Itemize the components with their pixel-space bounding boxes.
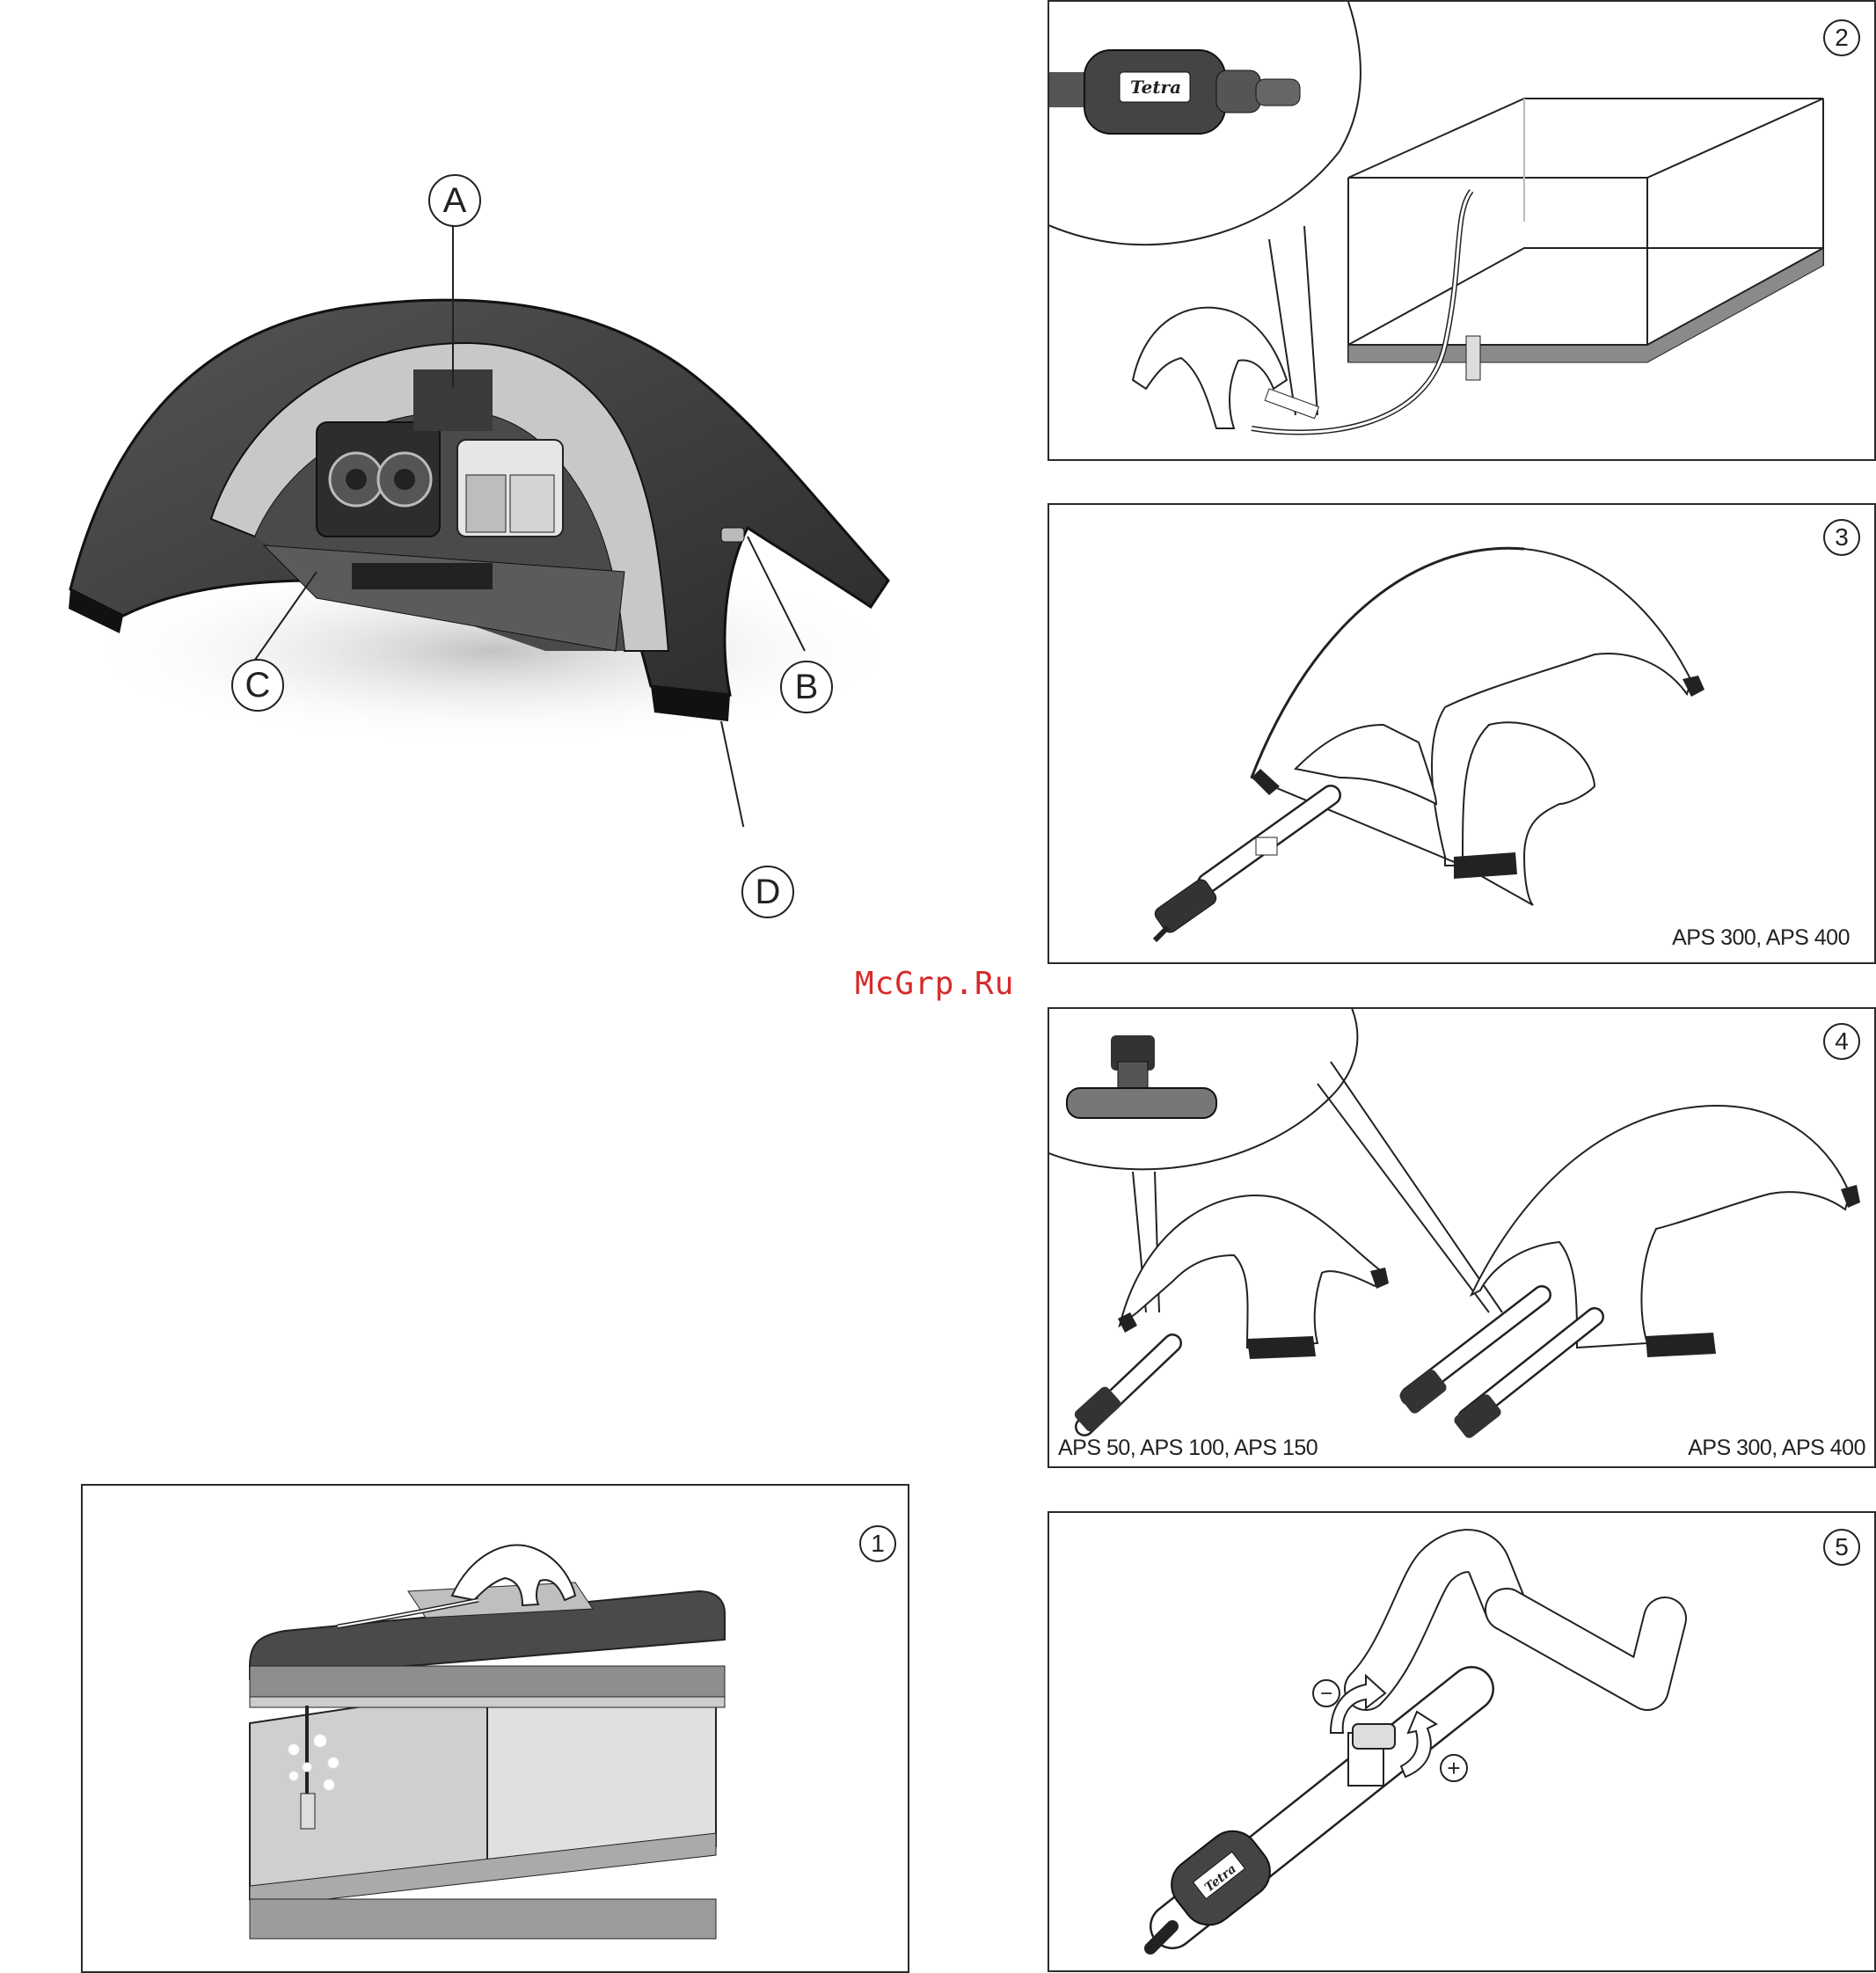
brand-logo: Tetra xyxy=(1130,77,1181,98)
minus-sign: − xyxy=(1320,1682,1332,1706)
step-4-panel: 4 APS 50, APS 100, APS 150 APS 300, APS … xyxy=(1047,1007,1876,1468)
step-3-caption: APS 300, APS 400 xyxy=(1672,925,1850,951)
step-4-caption-right: APS 300, APS 400 xyxy=(1688,1436,1865,1461)
air-stone xyxy=(1466,336,1480,380)
watermark: McGrp.Ru xyxy=(855,966,1014,1002)
callout-d: D xyxy=(741,866,794,918)
step-5-panel: − + Tetra 5 xyxy=(1047,1511,1876,1972)
air-valve-closeup xyxy=(1067,1088,1216,1118)
callout-a: A xyxy=(428,174,481,227)
step-3-number: 3 xyxy=(1823,519,1860,556)
air-stone xyxy=(301,1794,315,1829)
pump-small xyxy=(1133,308,1287,428)
step-2-panel: Tetra 2 xyxy=(1047,0,1876,461)
step-2-number: 2 xyxy=(1823,19,1860,56)
callout-b: B xyxy=(780,661,833,713)
pump-large xyxy=(1252,548,1691,905)
pump-cutaway-illustration xyxy=(53,158,923,827)
pump-small xyxy=(1120,1195,1383,1348)
callout-c: C xyxy=(231,659,284,712)
step-4-drawing xyxy=(1049,1009,1876,1468)
step-5-number: 5 xyxy=(1823,1529,1860,1566)
step-4-caption-left: APS 50, APS 100, APS 150 xyxy=(1058,1436,1318,1461)
step-3-panel: 3 APS 300, APS 400 xyxy=(1047,503,1876,964)
step-5-drawing: − + Tetra xyxy=(1049,1513,1876,1972)
step-1-panel: 1 xyxy=(81,1484,909,1973)
plus-sign: + xyxy=(1447,1755,1460,1781)
step-1-number: 1 xyxy=(859,1525,896,1562)
step-1-drawing xyxy=(83,1486,909,1973)
check-valve xyxy=(1152,877,1219,935)
air-outlet-nozzle xyxy=(721,528,744,542)
step-4-number: 4 xyxy=(1823,1023,1860,1060)
step-3-drawing xyxy=(1049,505,1876,964)
step-2-drawing: Tetra xyxy=(1049,2,1876,461)
